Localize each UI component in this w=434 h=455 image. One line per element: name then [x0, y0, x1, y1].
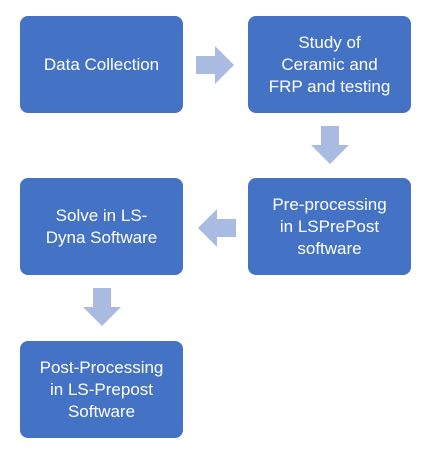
arrow-down-icon [311, 126, 349, 164]
arrow-left-icon [198, 209, 236, 247]
step-label: Solve in LS- Dyna Software [45, 205, 158, 247]
step-label: Pre-processing in LSPrePost software [272, 194, 387, 258]
step-label: Data Collection [43, 54, 160, 74]
step-post-processing: Post-Processing in LS-Prepost Software [20, 341, 183, 438]
arrow-down-icon [83, 288, 121, 326]
step-label: Study of Ceramic and FRP and testing [268, 32, 391, 96]
step-solve-ls-dyna: Solve in LS- Dyna Software [20, 178, 183, 275]
arrow-right-icon [196, 46, 234, 84]
step-pre-processing: Pre-processing in LSPrePost software [248, 178, 411, 275]
step-study-ceramic-frp: Study of Ceramic and FRP and testing [248, 16, 411, 113]
step-data-collection: Data Collection [20, 16, 183, 113]
step-label: Post-Processing in LS-Prepost Software [39, 357, 164, 421]
